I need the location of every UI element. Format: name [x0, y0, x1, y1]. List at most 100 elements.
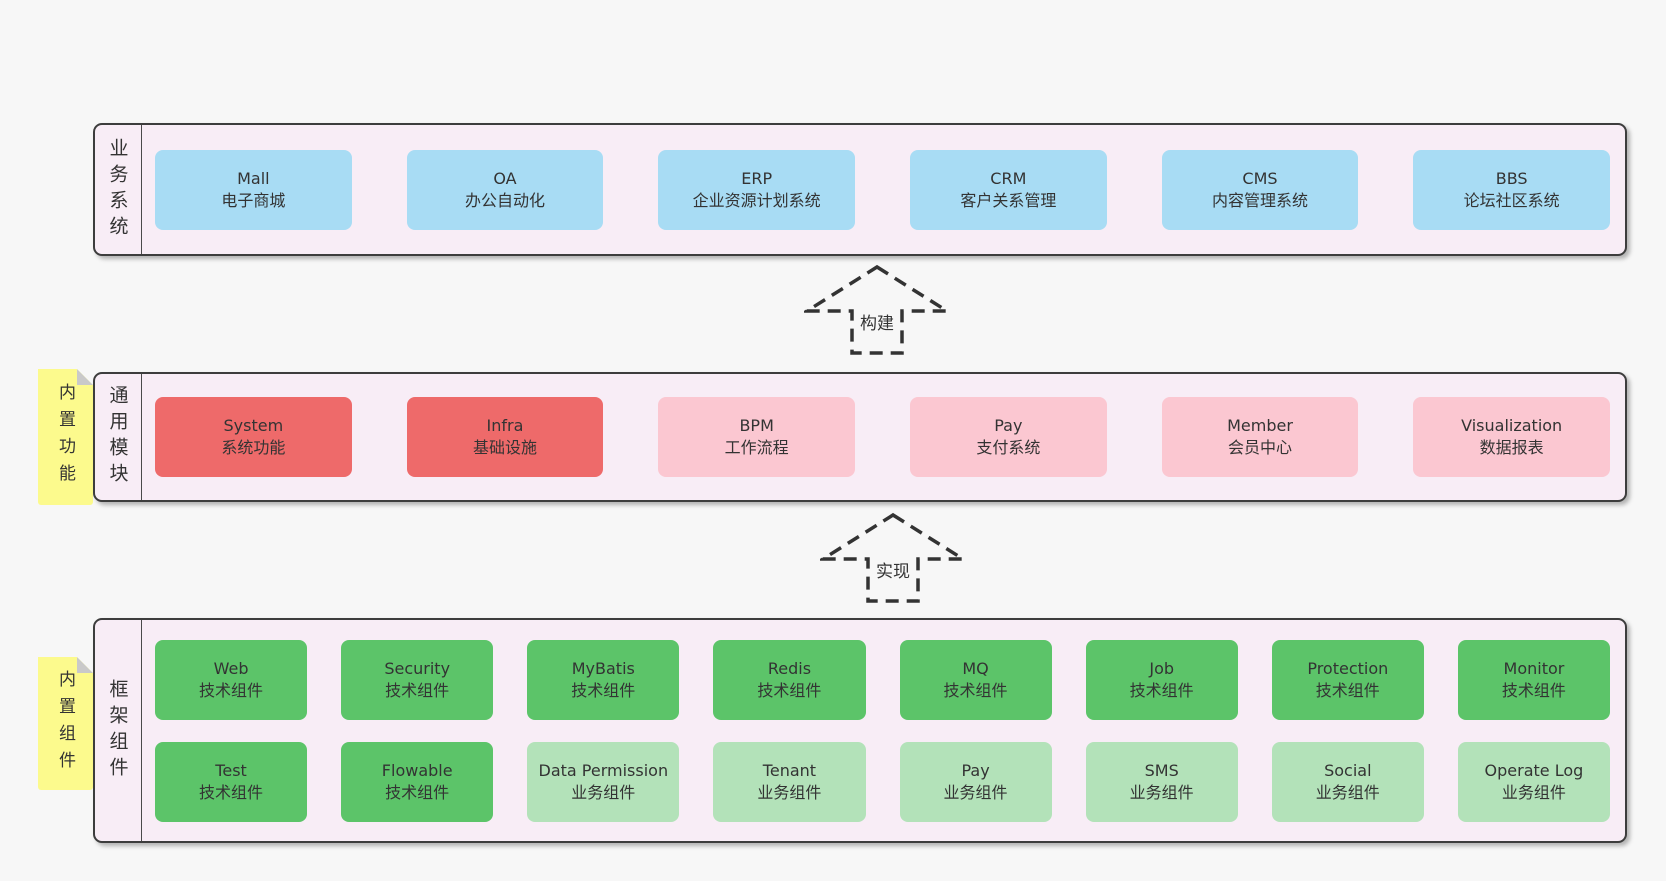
- box-name: MyBatis: [571, 658, 635, 678]
- box-bpm: BPM 工作流程: [658, 397, 855, 477]
- box-name: Redis: [767, 658, 812, 678]
- box-name: Operate Log: [1484, 760, 1584, 780]
- box-name: Monitor: [1503, 658, 1565, 678]
- box-desc: 企业资源计划系统: [692, 190, 821, 210]
- box-desc: 支付系统: [976, 438, 1041, 457]
- box-desc: 业务组件: [1501, 782, 1566, 802]
- box-desc: 业务组件: [571, 782, 636, 802]
- box-desc: 技术组件: [385, 680, 450, 700]
- box-name: Protection: [1307, 658, 1389, 678]
- box-name: Pay: [961, 760, 990, 780]
- sticky-note-builtin-components: 内置组件: [38, 657, 93, 790]
- box-desc: 会员中心: [1227, 438, 1292, 457]
- box-desc: 技术组件: [1315, 680, 1380, 700]
- box-desc: 电子商城: [221, 190, 286, 210]
- box-desc: 业务组件: [1129, 782, 1194, 802]
- box-name: Web: [213, 658, 249, 678]
- box-name: Tenant: [762, 760, 817, 780]
- box-desc: 业务组件: [943, 782, 1008, 802]
- box-pay: Pay 支付系统: [910, 397, 1107, 477]
- box-system: System 系统功能: [155, 397, 352, 477]
- box-desc: 技术组件: [1501, 680, 1566, 700]
- box-desc: 技术组件: [385, 782, 450, 802]
- layer-label-business-systems: 业务系统: [95, 125, 142, 254]
- box-desc: 论坛社区系统: [1463, 190, 1560, 210]
- box-desc: 办公自动化: [464, 190, 545, 210]
- box-name: Pay: [994, 416, 1023, 435]
- box-name: ERP: [741, 168, 773, 188]
- box-desc: 内容管理系统: [1211, 190, 1308, 210]
- sticky-note-text: 内置组件: [55, 669, 75, 778]
- up-arrow-icon: [804, 264, 950, 355]
- box-desc: 业务组件: [757, 782, 822, 802]
- box-desc: 技术组件: [199, 782, 264, 802]
- box-member: Member 会员中心: [1161, 397, 1359, 477]
- sticky-note-builtin-features: 内置功能: [38, 369, 93, 505]
- box-name: MQ: [962, 658, 989, 678]
- box-desc: 技术组件: [757, 680, 822, 700]
- note-fold-icon: [77, 657, 93, 673]
- arrow-implement: 实现: [820, 512, 966, 604]
- box-name: CMS: [1242, 168, 1278, 188]
- box-name: Security: [384, 658, 451, 678]
- box-desc: 技术组件: [1129, 680, 1194, 700]
- box-name: Flowable: [381, 760, 453, 780]
- layer-boxes-common-modules: System 系统功能 Infra 基础设施 BPM 工作流程 Pay 支付系统 Member 会…: [142, 374, 1625, 500]
- arrow-build: 构建: [804, 264, 950, 356]
- box-name: Visualization: [1461, 416, 1563, 435]
- box-infra: Infra 基础设施: [406, 397, 604, 477]
- arrow-implement-label: 实现: [873, 556, 913, 583]
- layer-common-modules: 通用模块 System 系统功能 Infra 基础设施 BPM 工作流程 Pay 支付系统 Me…: [93, 372, 1627, 502]
- box-name: Data Permission: [538, 760, 669, 780]
- box-name: SMS: [1144, 760, 1179, 780]
- box-name: Job: [1149, 658, 1175, 678]
- box-name: CRM: [990, 168, 1027, 188]
- box-name: Social: [1324, 760, 1372, 780]
- box-name: BPM: [739, 416, 774, 435]
- layer-label-common-modules: 通用模块: [95, 374, 142, 500]
- sticky-note-text: 内置功能: [55, 383, 75, 491]
- box-name: Member: [1227, 416, 1293, 435]
- box-desc: 工作流程: [724, 438, 789, 457]
- box-desc: 业务组件: [1315, 782, 1380, 802]
- box-desc: 数据报表: [1479, 438, 1544, 457]
- box-name: System: [223, 416, 284, 435]
- box-visualization: Visualization 数据报表: [1413, 397, 1610, 477]
- box-name: Mall: [237, 168, 270, 188]
- box-name: BBS: [1495, 168, 1528, 188]
- box-desc: 系统功能: [221, 438, 286, 457]
- box-name: Infra: [486, 416, 524, 435]
- arrow-build-label: 构建: [857, 308, 897, 335]
- box-name: Test: [215, 760, 247, 780]
- box-desc: 技术组件: [571, 680, 636, 700]
- note-fold-icon: [77, 369, 93, 385]
- up-arrow-icon: [820, 512, 966, 603]
- box-desc: 基础设施: [472, 438, 537, 457]
